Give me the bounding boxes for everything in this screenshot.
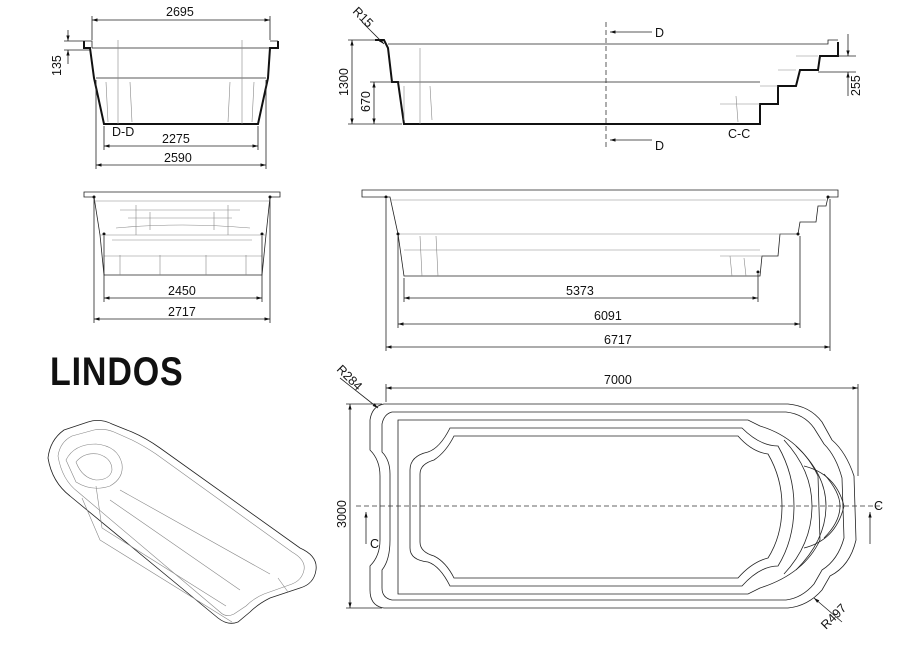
dim-plan-length: 7000 — [604, 373, 632, 387]
section-cc: D D C-C R15 1300 670 255 — [337, 4, 863, 153]
side-view: 5373 6091 6717 — [361, 189, 839, 351]
dim-dd-outer: 2590 — [164, 151, 192, 165]
dim-dd-lip: 135 — [50, 55, 64, 76]
dim-dd-top: 2695 — [166, 5, 194, 19]
dim-cc-stair: 255 — [849, 75, 863, 96]
dim-end-inner: 2450 — [168, 284, 196, 298]
dim-plan-width: 3000 — [335, 500, 349, 528]
plan-view: C C 7000 3000 R284 R497 — [334, 362, 883, 632]
dim-side-1: 5373 — [566, 284, 594, 298]
end-view: 2450 2717 — [83, 191, 281, 323]
label-c-right: C — [874, 499, 883, 513]
dim-cc-step: 670 — [359, 91, 373, 112]
label-cc: C-C — [728, 127, 750, 141]
dim-side-3: 6717 — [604, 333, 632, 347]
section-dd: D-D 2695 135 2275 2590 — [50, 5, 279, 169]
label-d-bottom: D — [655, 139, 664, 153]
dim-side-2: 6091 — [594, 309, 622, 323]
dim-end-outer: 2717 — [168, 305, 196, 319]
isometric-view — [47, 420, 317, 624]
dim-cc-radius: R15 — [350, 4, 376, 30]
dim-cc-depth: 1300 — [337, 68, 351, 96]
label-dd: D-D — [112, 125, 134, 139]
dim-plan-r1: R284 — [334, 362, 365, 393]
product-title: LINDOS — [50, 350, 184, 394]
label-d-top: D — [655, 26, 664, 40]
label-c-left: C — [370, 537, 379, 551]
dim-dd-bottom: 2275 — [162, 132, 190, 146]
